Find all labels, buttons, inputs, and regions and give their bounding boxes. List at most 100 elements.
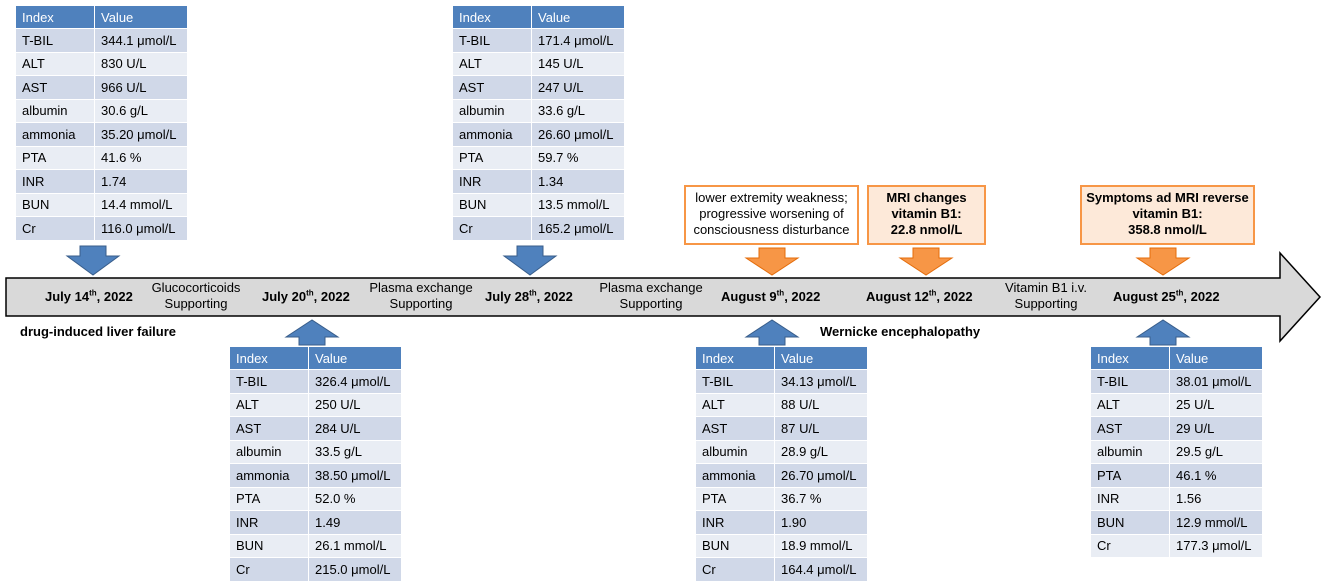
note-line: 22.8 nmol/L bbox=[890, 222, 963, 237]
cell-index: albumin bbox=[229, 439, 309, 464]
cell-value: 87 U/L bbox=[774, 416, 868, 441]
cell-value: 38.01 μmol/L bbox=[1169, 369, 1263, 394]
cell-value: 1.74 bbox=[94, 169, 188, 194]
cell-value: 116.0 μmol/L bbox=[94, 216, 188, 241]
down-arrow-aug9 bbox=[744, 247, 800, 276]
column-header-index: Index bbox=[1090, 346, 1170, 370]
cell-index: T-BIL bbox=[229, 369, 309, 394]
cell-value: 26.60 μmol/L bbox=[531, 122, 625, 147]
cell-index: PTA bbox=[452, 145, 532, 170]
date-aug12: August 12th, 2022 bbox=[866, 288, 973, 304]
cell-index: AST bbox=[1090, 416, 1170, 441]
cell-value: 26.1 mmol/L bbox=[308, 533, 402, 558]
cell-index: INR bbox=[15, 169, 95, 194]
cell-index: AST bbox=[695, 416, 775, 441]
cell-value: 12.9 mmol/L bbox=[1169, 510, 1263, 535]
cell-index: INR bbox=[452, 169, 532, 194]
cell-index: ALT bbox=[695, 392, 775, 417]
note-line: progressive worsening of bbox=[699, 206, 844, 221]
cell-index: PTA bbox=[229, 486, 309, 511]
cell-value: 165.2 μmol/L bbox=[531, 216, 625, 241]
cell-value: 33.5 g/L bbox=[308, 439, 402, 464]
date-aug9: August 9th, 2022 bbox=[721, 288, 821, 304]
treatment-line1: Vitamin B1 i.v. bbox=[1005, 280, 1087, 295]
cell-index: Cr bbox=[1090, 533, 1170, 558]
cell-index: BUN bbox=[695, 533, 775, 558]
cell-index: PTA bbox=[15, 145, 95, 170]
cell-index: Cr bbox=[15, 216, 95, 241]
treatment-line1: Plasma exchange bbox=[599, 280, 703, 295]
cell-value: 284 U/L bbox=[308, 416, 402, 441]
column-header-value: Value bbox=[308, 346, 402, 370]
cell-value: 34.13 μmol/L bbox=[774, 369, 868, 394]
note-line: Symptoms ad MRI reverse bbox=[1086, 190, 1249, 205]
cell-index: AST bbox=[15, 75, 95, 100]
treatment-line2: Supporting bbox=[389, 296, 453, 311]
cell-index: ALT bbox=[1090, 392, 1170, 417]
note-aug12-mri: MRI changes vitamin B1: 22.8 nmol/L bbox=[867, 185, 986, 245]
cell-index: BUN bbox=[452, 192, 532, 217]
cell-value: 59.7 % bbox=[531, 145, 625, 170]
cell-index: T-BIL bbox=[452, 28, 532, 53]
cell-index: ALT bbox=[15, 51, 95, 76]
cell-value: 38.50 μmol/L bbox=[308, 463, 402, 488]
cell-value: 36.7 % bbox=[774, 486, 868, 511]
cell-index: albumin bbox=[1090, 439, 1170, 464]
note-aug9-symptoms: lower extremity weakness; progressive wo… bbox=[684, 185, 859, 245]
cell-index: albumin bbox=[452, 98, 532, 123]
note-line: lower extremity weakness; bbox=[695, 190, 848, 205]
cell-value: 326.4 μmol/L bbox=[308, 369, 402, 394]
cell-index: albumin bbox=[15, 98, 95, 123]
timeline-arrow bbox=[5, 251, 1322, 343]
cell-index: INR bbox=[229, 510, 309, 535]
column-header-index: Index bbox=[695, 346, 775, 370]
up-arrow-aug9 bbox=[744, 319, 800, 346]
cell-index: T-BIL bbox=[1090, 369, 1170, 394]
cell-value: 247 U/L bbox=[531, 75, 625, 100]
phase-wernicke: Wernicke encephalopathy bbox=[820, 324, 981, 339]
up-arrow-aug25 bbox=[1135, 319, 1191, 346]
down-arrow-july28 bbox=[502, 245, 558, 276]
cell-value: 13.5 mmol/L bbox=[531, 192, 625, 217]
cell-index: BUN bbox=[1090, 510, 1170, 535]
cell-index: T-BIL bbox=[15, 28, 95, 53]
note-aug25-reverse: Symptoms ad MRI reverse vitamin B1: 358.… bbox=[1080, 185, 1255, 245]
cell-value: 215.0 μmol/L bbox=[308, 557, 402, 582]
cell-value: 35.20 μmol/L bbox=[94, 122, 188, 147]
cell-index: BUN bbox=[229, 533, 309, 558]
cell-value: 164.4 μmol/L bbox=[774, 557, 868, 582]
up-arrow-july20 bbox=[284, 319, 340, 346]
